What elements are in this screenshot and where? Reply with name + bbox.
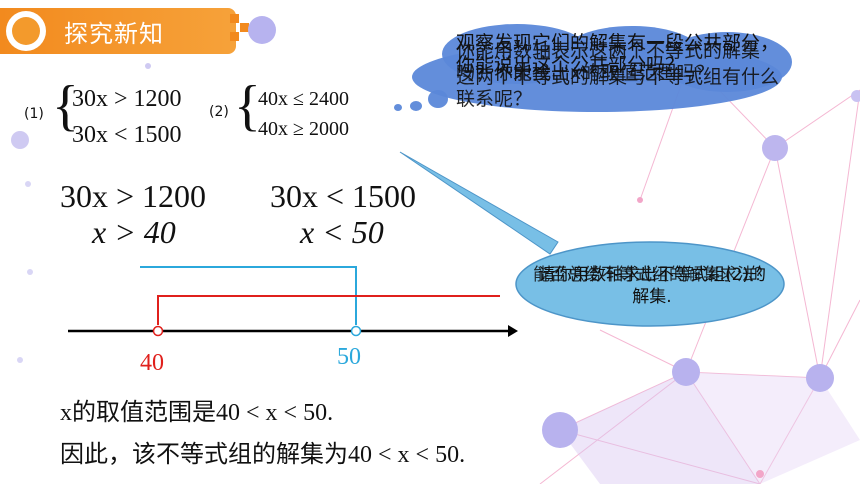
header-badge-dot [12, 17, 40, 45]
system-1-line1: 30x > 1200 [72, 86, 182, 112]
decor-bubble [248, 16, 276, 44]
cloud-text-b: 你能用数轴表示这两个不等式的解集吗？你能找出x的取值范围吗？ [456, 40, 761, 84]
callout-text-a: 请你用数轴求出不等式组(2)的解集. [537, 265, 767, 307]
conclusion-range: x的取值范围是40 < x < 50. [60, 400, 334, 426]
section-title: 探究新知 [64, 20, 164, 48]
axis-arrow-icon [508, 325, 518, 337]
range-x-lt-50 [140, 266, 357, 325]
thought-cloud: 观察发现它们的解集有一段公共部分，你能说出这个公共部分吗？ 你能用数轴表示这两个… [412, 24, 802, 120]
range-x-gt-40 [157, 295, 500, 325]
system-2-line2: 40x ≥ 2000 [258, 118, 349, 140]
conclusion-solution-set: 因此，该不等式组的解集为40 < x < 50. [60, 442, 466, 468]
cloud-text-a: 观察发现它们的解集有一段公共部分，你能说出这个公共部分吗？ [456, 32, 780, 76]
cloud-tail-dot [410, 101, 422, 111]
cloud-text-c: 这两个不等式的解集与不等式组有什么联系呢？ [456, 66, 780, 110]
solve-right-line1: 30x < 1500 [270, 178, 417, 214]
system-1-brace: { [52, 75, 79, 137]
cloud-tail-dot [428, 90, 448, 108]
system-2-line1: 40x ≤ 2400 [258, 88, 349, 110]
system-2-label: (2) [209, 104, 229, 120]
open-point-40 [152, 325, 164, 337]
system-1-line2: 30x < 1500 [72, 122, 182, 148]
number-line [68, 266, 518, 337]
solve-right-line2: x < 50 [300, 214, 384, 250]
system-2-brace: { [234, 75, 261, 137]
callout-text-b: 能否总结不等式组的解集求法？ [533, 265, 771, 285]
cloud-tail-dot [394, 104, 402, 111]
solve-left-line2: x > 40 [92, 214, 176, 250]
tick-label-40: 40 [140, 350, 164, 376]
open-point-50 [350, 325, 362, 337]
tick-label-50: 50 [337, 344, 361, 370]
solve-left-line1: 30x > 1200 [60, 178, 207, 214]
header-flag-icon [230, 14, 249, 41]
system-1-label: (1) [24, 106, 44, 122]
callout-bubble [399, 151, 785, 327]
